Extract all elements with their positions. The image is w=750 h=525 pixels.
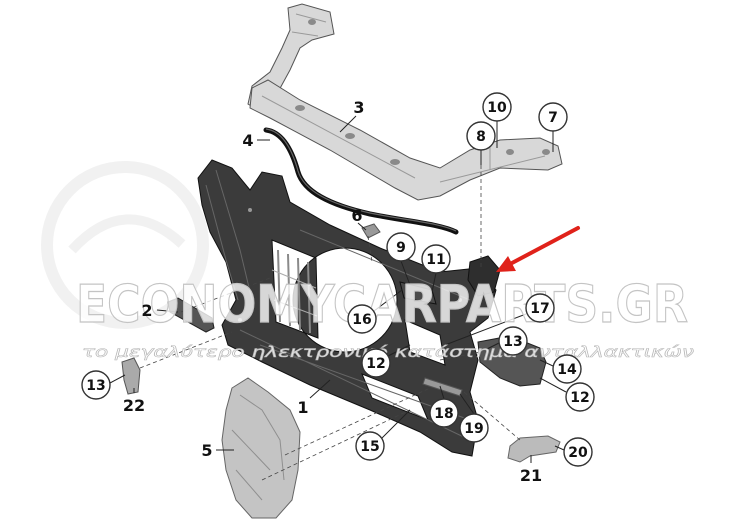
callout-1: 1 — [297, 398, 308, 417]
watermark-brand: ECONOMYCARPARTS.GR — [76, 275, 688, 335]
callout-13-left: 13 — [81, 370, 111, 400]
callout-8-label: 8 — [476, 129, 486, 145]
callout-10-label: 10 — [487, 100, 507, 116]
assembly-lines — [139, 165, 521, 481]
part-bracket-22 — [121, 357, 141, 395]
callout-19-label: 19 — [464, 421, 483, 437]
callout-7: 7 — [538, 102, 568, 132]
callout-12-center-label: 12 — [366, 356, 385, 372]
callout-20: 20 — [563, 437, 593, 467]
callout-16: 16 — [347, 304, 377, 334]
callout-18: 18 — [429, 398, 459, 428]
callout-16-label: 16 — [352, 312, 371, 328]
callout-19: 19 — [459, 413, 489, 443]
callout-17-label: 17 — [530, 301, 549, 317]
callout-9: 9 — [386, 232, 416, 262]
part-strip-18 — [422, 377, 463, 397]
callout-22: 22 — [123, 396, 145, 415]
red-arrow-icon — [496, 226, 580, 272]
callout-12-right-label: 12 — [570, 390, 589, 406]
part-seal-hose — [263, 127, 459, 235]
watermark-logo — [41, 161, 209, 329]
callout-15-label: 15 — [360, 439, 379, 455]
callout-14-label: 14 — [557, 362, 577, 378]
callout-8: 8 — [466, 121, 496, 151]
callout-13-left-label: 13 — [86, 378, 105, 394]
callout-14: 14 — [552, 354, 582, 384]
part-air-duct — [221, 377, 301, 519]
leader-lines — [109, 115, 567, 463]
part-bracket-20 — [507, 435, 561, 463]
callout-11: 11 — [421, 244, 451, 274]
callout-3: 3 — [353, 98, 364, 117]
callout-6: 6 — [351, 206, 362, 225]
callout-9-label: 9 — [396, 240, 406, 256]
callout-5: 5 — [201, 441, 212, 460]
callout-13-right-label: 13 — [503, 334, 522, 350]
callout-12-right: 12 — [565, 382, 595, 412]
callout-4: 4 — [242, 131, 253, 150]
callout-15: 15 — [355, 431, 385, 461]
callout-10: 10 — [482, 92, 512, 122]
callout-21: 21 — [520, 466, 542, 485]
callout-13-right: 13 — [498, 326, 528, 356]
callout-20-label: 20 — [568, 445, 588, 461]
part-clip-6 — [361, 223, 381, 239]
callout-11-label: 11 — [426, 252, 445, 268]
part-bracket-2 — [167, 297, 215, 333]
callout-17: 17 — [525, 293, 555, 323]
part-upper-support — [247, 3, 563, 201]
callout-12-center: 12 — [361, 348, 391, 378]
callout-18-label: 18 — [434, 406, 453, 422]
callout-2: 2 — [141, 301, 152, 320]
part-front-carrier — [197, 159, 501, 457]
watermark-tagline: το μεγαλύτερο ηλεκτρονικό κατάστημα αντα… — [82, 343, 694, 361]
callout-7-label: 7 — [548, 110, 558, 126]
